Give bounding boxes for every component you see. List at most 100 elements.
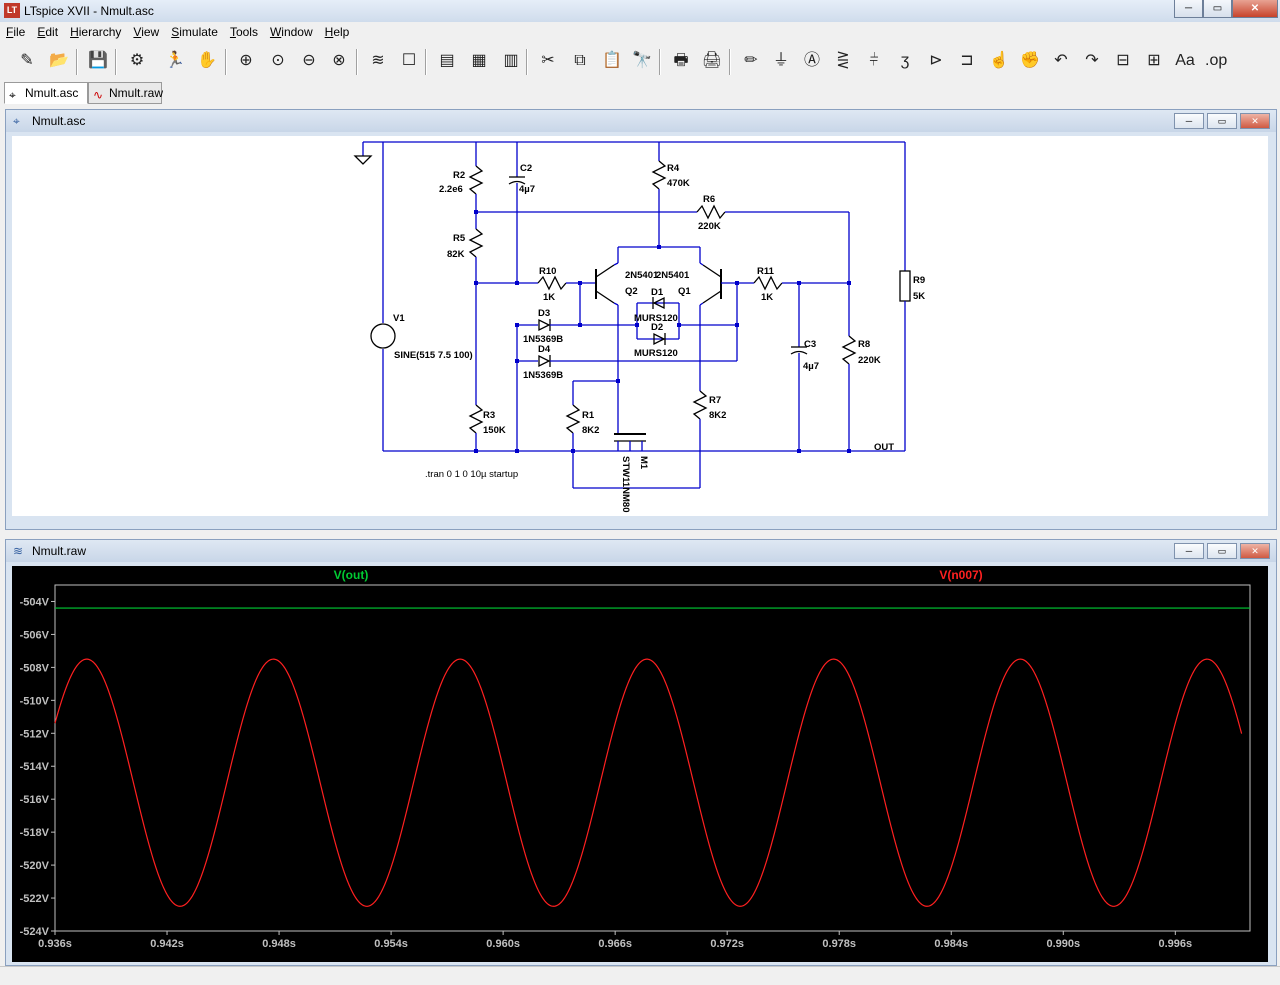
open-folder-icon[interactable]: 📂	[49, 52, 69, 69]
tile-vertical-icon[interactable]: ▥	[503, 52, 519, 69]
zoom-cancel-icon[interactable]: ⊗	[332, 52, 346, 69]
waveform-plot-pane[interactable]: -504V-506V-508V-510V-512V-514V-516V-518V…	[12, 566, 1268, 962]
minimize-button[interactable]: ─	[1174, 0, 1203, 18]
minimize-button[interactable]: ─	[1174, 113, 1204, 129]
tile-horizontal-icon[interactable]: ▤	[439, 52, 455, 69]
move-icon[interactable]: ☝	[989, 52, 1009, 69]
menu-tools[interactable]: Tools	[229, 25, 258, 39]
text-icon[interactable]: Aa	[1175, 52, 1195, 69]
y-tick-label: -518V	[20, 827, 50, 839]
close-button[interactable]: ✕	[1240, 543, 1270, 559]
menu-view[interactable]: View	[133, 25, 160, 39]
r7-label: R7	[709, 395, 721, 406]
r4-value: 470K	[667, 178, 690, 189]
zoom-area-icon[interactable]: ⊙	[271, 52, 285, 69]
zoom-out-icon[interactable]: ⊖	[302, 52, 316, 69]
legend-vn007: V(n007)	[939, 568, 982, 582]
y-tick-label: -514V	[20, 761, 50, 773]
zoom-in-icon[interactable]: ⊕	[239, 52, 253, 69]
drag-icon[interactable]: ✊	[1020, 52, 1040, 69]
toolbar-separator	[729, 49, 731, 75]
resistor-icon[interactable]: ⋛	[836, 52, 850, 69]
component-icon[interactable]: ⊐	[960, 52, 974, 69]
r2-label: R2	[453, 170, 465, 181]
copy-icon[interactable]: ⧉	[574, 52, 586, 69]
restore-button[interactable]: ▭	[1207, 113, 1237, 129]
autorange-icon[interactable]: ≋	[371, 52, 385, 69]
schematic-canvas[interactable]: V1 SINE(515 7.5 100) R2 2.2e6 C2 4µ7 R4 …	[12, 136, 1268, 516]
r6-value: 220K	[698, 221, 721, 232]
toolbar-separator	[659, 49, 661, 75]
spice-directive-icon[interactable]: .op	[1205, 52, 1228, 69]
out-net-label: OUT	[874, 442, 894, 453]
capacitor-icon[interactable]: ⫩	[869, 52, 879, 69]
q2-model: 2N5401	[625, 270, 659, 281]
rotate-icon[interactable]: ⊟	[1116, 52, 1130, 69]
menu-window[interactable]: Window	[269, 25, 313, 39]
x-tick-label: 0.996s	[1158, 938, 1192, 950]
close-button[interactable]: ✕	[1232, 0, 1278, 18]
print-setup-icon[interactable]: 🖨	[701, 52, 723, 69]
r3-value: 150K	[483, 425, 506, 436]
title-bar: LT LTspice XVII - Nmult.asc ─ ▭ ✕	[0, 0, 1280, 23]
schematic-window-caption: ⌖ Nmult.asc ─ ▭ ✕	[6, 110, 1276, 132]
paste-icon[interactable]: 📋	[602, 52, 622, 69]
m1-model: STW11NM80	[620, 456, 631, 513]
toolbar: ✎ 📂 💾 ⚙ 🏃 ✋ ⊕ ⊙ ⊖ ⊗ ≋ ☐ ▤ ▦ ▥ ✂ ⧉ 📋 🔭 🖶 🖨 ✏ ⏚ Ⓐ ⋛ ⫩ ʒ ⊳ ⊐ ☝ ✊ ↶ ↷ ⊟ ⊞ Aa .op	[0, 43, 1280, 81]
find-icon[interactable]: 🔭	[632, 52, 652, 69]
x-tick-label: 0.948s	[262, 938, 296, 950]
run-icon[interactable]: 🏃	[165, 52, 185, 69]
d2-model: MURS120	[634, 348, 678, 359]
minimize-button[interactable]: ─	[1174, 543, 1204, 559]
menu-simulate[interactable]: Simulate	[171, 25, 218, 39]
menu-help[interactable]: Help	[324, 25, 350, 39]
cascade-icon[interactable]: ▦	[471, 52, 487, 69]
spice-directive[interactable]: .tran 0 1 0 10µ startup	[425, 469, 518, 480]
mirror-icon[interactable]: ⊞	[1147, 52, 1161, 69]
status-bar	[0, 966, 1280, 985]
inductor-icon[interactable]: ʒ	[900, 52, 910, 69]
redo-icon[interactable]: ↷	[1085, 52, 1099, 69]
x-tick-label: 0.984s	[934, 938, 968, 950]
control-panel-icon[interactable]: ⚙	[129, 52, 145, 69]
maximize-button[interactable]: ▭	[1203, 0, 1232, 18]
d4-model: 1N5369B	[523, 370, 563, 381]
r1-label: R1	[582, 410, 595, 421]
r6-label: R6	[703, 194, 715, 205]
tab-label: Nmult.raw	[109, 86, 164, 100]
x-tick-label: 0.966s	[598, 938, 632, 950]
cut-icon[interactable]: ✂	[541, 52, 555, 69]
waveform-chart: -504V-506V-508V-510V-512V-514V-516V-518V…	[20, 568, 1251, 950]
ground-icon[interactable]: ⏚	[772, 52, 789, 69]
toolbar-separator	[76, 49, 78, 75]
x-tick-label: 0.960s	[486, 938, 520, 950]
tab-nmult-raw[interactable]: ∿ Nmult.raw	[88, 82, 164, 104]
save-icon[interactable]: 💾	[88, 52, 108, 69]
tab-nmult-asc[interactable]: ⌖ Nmult.asc	[4, 82, 88, 104]
print-icon[interactable]: 🖶	[673, 52, 689, 69]
waveform-icon: ∿	[93, 88, 104, 102]
menu-file[interactable]: File	[6, 25, 26, 39]
d4-label: D4	[538, 344, 551, 355]
close-button[interactable]: ✕	[1240, 113, 1270, 129]
c2-value: 4µ7	[519, 184, 535, 195]
draw-wire-icon[interactable]: ✏	[744, 52, 758, 69]
series-vn007-trace	[54, 658, 1243, 907]
r8-value: 220K	[858, 355, 881, 366]
q1-model: 2N5401	[656, 270, 690, 281]
menu-edit[interactable]: Edit	[37, 25, 59, 39]
restore-button[interactable]: ▭	[1207, 543, 1237, 559]
d3-model: 1N5369B	[523, 334, 563, 345]
undo-icon[interactable]: ↶	[1054, 52, 1068, 69]
schematic-icon: ⌖	[9, 88, 16, 102]
menu-hierarchy[interactable]: Hierarchy	[70, 25, 122, 39]
label-net-icon[interactable]: Ⓐ	[803, 52, 820, 69]
halt-icon[interactable]: ✋	[197, 52, 217, 69]
m1-label: M1	[638, 456, 649, 470]
diode-icon[interactable]: ⊳	[929, 52, 943, 69]
mark-unconnected-icon[interactable]: ☐	[401, 52, 417, 69]
window-title: LTspice XVII - Nmult.asc	[24, 4, 154, 18]
app-icon: LT	[4, 3, 20, 18]
new-schematic-icon[interactable]: ✎	[20, 52, 34, 69]
r11-label: R11	[757, 266, 775, 277]
